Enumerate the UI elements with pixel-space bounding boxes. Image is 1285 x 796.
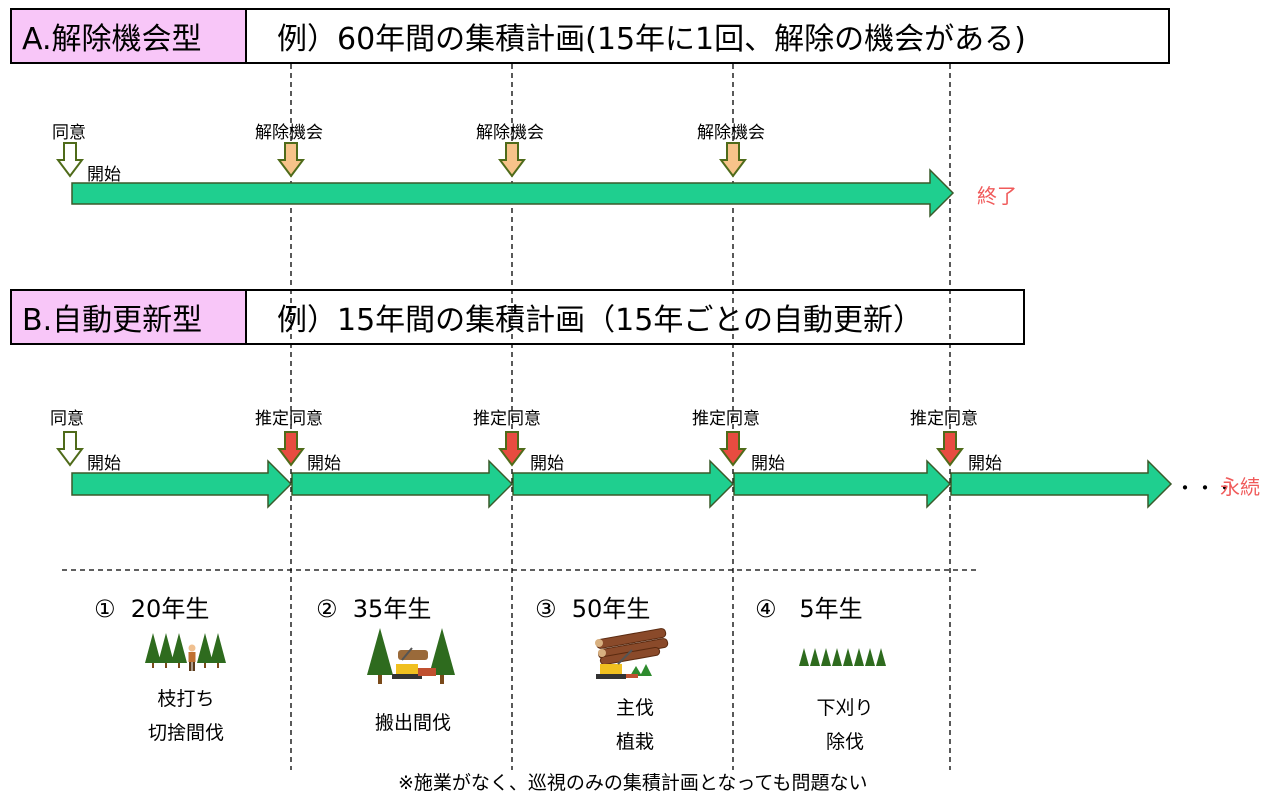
section-a-title-text: 例）60年間の集積計画(15年に1回、解除の機会がある) xyxy=(277,22,1026,57)
illustration-seedlings xyxy=(799,648,886,666)
renew-agree-label-3: 推定同意 xyxy=(692,409,760,429)
end-label: 終了 xyxy=(977,184,1017,208)
continue-dots: ・・・ xyxy=(1175,476,1235,500)
renew-arrow-1 xyxy=(277,431,305,467)
section-b-segment-arrow-5 xyxy=(950,459,1173,509)
agree-label-a: 同意 xyxy=(52,123,86,143)
stage-2-work-line1: 搬出間伐 xyxy=(374,712,451,734)
stage-1-work-line1: 枝打ち xyxy=(157,688,215,710)
stage-4-heading: ④ 5年生 xyxy=(755,589,863,624)
stage-2-heading: ② 35年生 xyxy=(316,589,431,624)
stage-3-number: ③ xyxy=(535,595,557,623)
agree-label-b: 同意 xyxy=(50,409,84,429)
renew-agree-label-2: 推定同意 xyxy=(473,409,541,429)
renew-agree-label-4: 推定同意 xyxy=(910,409,978,429)
cancel-arrow-3 xyxy=(719,142,747,178)
start-label-b: 開始 xyxy=(87,454,121,474)
renew-arrow-3 xyxy=(719,431,747,467)
renew-start-label-3: 開始 xyxy=(751,454,785,474)
stage-4-work-line2: 除伐 xyxy=(825,731,864,753)
agree-arrow-b xyxy=(56,431,84,467)
section-a-tag: A.解除機会型 xyxy=(10,8,247,64)
stage-4-age: 5年生 xyxy=(799,595,863,623)
cancel-label-2: 解除機会 xyxy=(476,123,544,143)
section-b-title: 例）15年間の集積計画（15年ごとの自動更新） xyxy=(245,289,1025,345)
section-a-tag-text: A.解除機会型 xyxy=(22,22,202,57)
stage-2-number: ② xyxy=(316,595,338,623)
section-b-title-text: 例）15年間の集積計画（15年ごとの自動更新） xyxy=(277,303,924,338)
stage-3-work-line2: 植栽 xyxy=(615,731,654,753)
cancel-label-1: 解除機会 xyxy=(255,123,323,143)
renew-start-label-2: 開始 xyxy=(530,454,564,474)
stage-1-work: 枝打ち 切捨間伐 xyxy=(131,682,241,750)
renew-arrow-2 xyxy=(498,431,526,467)
illustration-trees-with-worker xyxy=(145,633,226,671)
illustration-trees-with-machine xyxy=(367,628,455,684)
section-b-segment-arrow-3 xyxy=(512,459,735,509)
agree-arrow-a xyxy=(56,142,84,178)
stage-1-age: 20年生 xyxy=(130,595,210,623)
renew-start-label-1: 開始 xyxy=(307,454,341,474)
section-b-segment-arrow-1 xyxy=(71,459,293,509)
stage-3-heading: ③ 50年生 xyxy=(535,589,650,624)
cancel-arrow-2 xyxy=(498,142,526,178)
stage-4-work: 下刈り 除伐 xyxy=(790,691,900,759)
cancel-arrow-1 xyxy=(277,142,305,178)
stage-4-number: ④ xyxy=(755,595,777,623)
stage-1-work-line2: 切捨間伐 xyxy=(147,722,224,744)
footnote: ※施業がなく、巡視のみの集積計画となっても問題ない xyxy=(398,772,868,794)
stage-2-work: 搬出間伐 xyxy=(358,706,468,740)
section-a-timeline-arrow xyxy=(71,168,955,218)
renew-agree-label-1: 推定同意 xyxy=(255,409,323,429)
stage-3-age: 50年生 xyxy=(571,595,651,623)
section-a-title: 例）60年間の集積計画(15年に1回、解除の機会がある) xyxy=(245,8,1170,64)
stage-3-work: 主伐 植栽 xyxy=(580,691,690,759)
section-b-tag-text: B.自動更新型 xyxy=(22,303,203,338)
section-b-tag: B.自動更新型 xyxy=(10,289,247,345)
cancel-label-3: 解除機会 xyxy=(697,123,765,143)
section-b-segment-arrow-4 xyxy=(733,459,952,509)
section-b-segment-arrow-2 xyxy=(291,459,514,509)
stage-4-work-line1: 下刈り xyxy=(816,697,874,719)
continue-label: 永続 xyxy=(1220,475,1260,499)
stage-1-number: ① xyxy=(94,595,116,623)
renew-arrow-4 xyxy=(936,431,964,467)
renew-start-label-4: 開始 xyxy=(968,454,1002,474)
stage-2-age: 35年生 xyxy=(352,595,432,623)
stage-1-heading: ① 20年生 xyxy=(94,589,209,624)
stage-3-work-line1: 主伐 xyxy=(615,697,654,719)
start-label-a: 開始 xyxy=(87,165,121,185)
illustration-logs-with-machine xyxy=(595,628,669,679)
